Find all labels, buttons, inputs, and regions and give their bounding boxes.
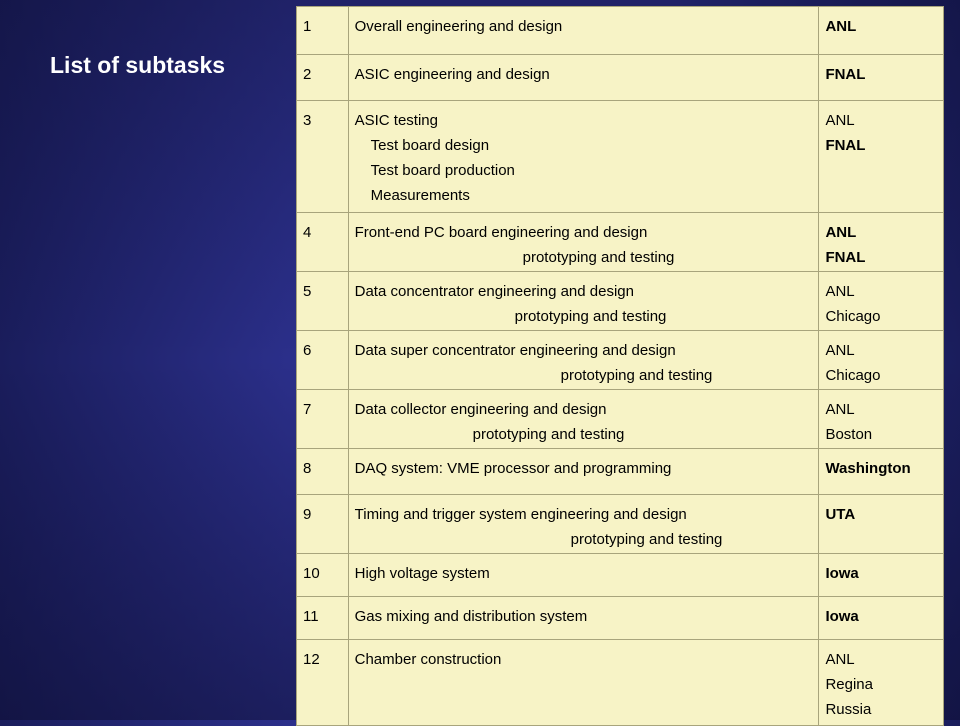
task-cell: ASIC engineering and design <box>347 54 820 101</box>
task-cell: High voltage system <box>347 553 820 597</box>
row-number: 10 <box>296 553 349 597</box>
table-row: 1 Overall engineering and design ANL <box>296 6 944 55</box>
table-row: 5 Data concentrator engineering and desi… <box>296 271 944 331</box>
row-number: 3 <box>296 100 349 213</box>
org-cell: ANL Regina Russia <box>818 639 944 726</box>
task-title: Data super concentrator engineering and … <box>354 342 676 359</box>
org-cell: Iowa <box>818 596 944 640</box>
table-row: 8 DAQ system: VME processor and programm… <box>296 448 944 495</box>
row-number: 11 <box>296 596 349 640</box>
table-row: 7 Data collector engineering and design … <box>296 389 944 449</box>
task-title: Data collector engineering and design <box>354 401 607 418</box>
task-subitem: Test board production <box>370 162 515 179</box>
slide-title: List of subtasks <box>50 52 226 78</box>
org-name: ANL <box>825 224 857 241</box>
org-cell: ANL Boston <box>818 389 944 449</box>
table-row: 9 Timing and trigger system engineering … <box>296 494 944 554</box>
row-number: 7 <box>296 389 349 449</box>
org-name: Chicago <box>825 308 881 325</box>
row-number: 1 <box>296 6 349 55</box>
table-row: 6 Data super concentrator engineering an… <box>296 330 944 390</box>
task-cell: Overall engineering and design <box>347 6 820 55</box>
org-cell: ANL Chicago <box>818 271 944 331</box>
org-name: FNAL <box>825 249 866 266</box>
subtasks-table: 1 Overall engineering and design ANL 2 A… <box>296 6 944 726</box>
org-name: Iowa <box>825 565 859 582</box>
row-number: 2 <box>296 54 349 101</box>
table-row: 4 Front-end PC board engineering and des… <box>296 212 944 272</box>
org-cell: ANL FNAL <box>818 212 944 272</box>
org-name: ANL <box>825 401 855 418</box>
task-cell: Data collector engineering and design pr… <box>347 389 820 449</box>
org-name: ANL <box>825 342 855 359</box>
row-number: 8 <box>296 448 349 495</box>
task-cell: Chamber construction <box>347 639 820 726</box>
table-row: 10 High voltage system Iowa <box>296 553 944 597</box>
task-cell: Gas mixing and distribution system <box>347 596 820 640</box>
org-cell: FNAL <box>818 54 944 101</box>
org-cell: ANL Chicago <box>818 330 944 390</box>
org-name: Regina <box>825 676 873 693</box>
task-cell: Timing and trigger system engineering an… <box>347 494 820 554</box>
org-cell: Washington <box>818 448 944 495</box>
org-cell: Iowa <box>818 553 944 597</box>
org-name: Iowa <box>825 608 859 625</box>
task-subitem: prototyping and testing <box>472 426 625 443</box>
task-title: DAQ system: VME processor and programmin… <box>354 460 672 477</box>
row-number: 12 <box>296 639 349 726</box>
org-cell: ANL FNAL <box>818 100 944 213</box>
table-row: 3 ASIC testing Test board design Test bo… <box>296 100 944 213</box>
task-title: Data concentrator engineering and design <box>354 283 634 300</box>
task-subitem: prototyping and testing <box>570 531 723 548</box>
task-title: ASIC engineering and design <box>354 66 550 83</box>
task-cell: DAQ system: VME processor and programmin… <box>347 448 820 495</box>
row-number: 9 <box>296 494 349 554</box>
task-title: Overall engineering and design <box>354 18 563 35</box>
org-name: FNAL <box>825 66 866 83</box>
task-title: Chamber construction <box>354 651 502 668</box>
task-title: Timing and trigger system engineering an… <box>354 506 687 523</box>
task-subitem: prototyping and testing <box>560 367 713 384</box>
org-name: ANL <box>825 283 855 300</box>
row-number: 5 <box>296 271 349 331</box>
org-name: ANL <box>825 112 855 129</box>
task-cell: Data concentrator engineering and design… <box>347 271 820 331</box>
row-number: 6 <box>296 330 349 390</box>
task-subitem: Test board design <box>370 137 490 154</box>
org-name: ANL <box>825 18 857 35</box>
task-cell: Data super concentrator engineering and … <box>347 330 820 390</box>
task-title: High voltage system <box>354 565 490 582</box>
table-row: 2 ASIC engineering and design FNAL <box>296 54 944 101</box>
task-title: ASIC testing <box>354 112 438 129</box>
task-cell: ASIC testing Test board design Test boar… <box>347 100 820 213</box>
task-subitem: prototyping and testing <box>522 249 675 266</box>
row-number: 4 <box>296 212 349 272</box>
org-name: ANL <box>825 651 855 668</box>
task-subitem: Measurements <box>370 187 470 204</box>
task-cell: Front-end PC board engineering and desig… <box>347 212 820 272</box>
org-cell: ANL <box>818 6 944 55</box>
org-name: Chicago <box>825 367 881 384</box>
org-name: Russia <box>825 701 872 718</box>
org-name: UTA <box>825 506 856 523</box>
task-title: Gas mixing and distribution system <box>354 608 588 625</box>
org-cell: UTA <box>818 494 944 554</box>
org-name: Boston <box>825 426 873 443</box>
table-row: 12 Chamber construction ANL Regina Russi… <box>296 639 944 726</box>
org-name: Washington <box>825 460 911 477</box>
table-row: 11 Gas mixing and distribution system Io… <box>296 596 944 640</box>
task-title: Front-end PC board engineering and desig… <box>354 224 648 241</box>
org-name: FNAL <box>825 137 866 154</box>
task-subitem: prototyping and testing <box>514 308 667 325</box>
